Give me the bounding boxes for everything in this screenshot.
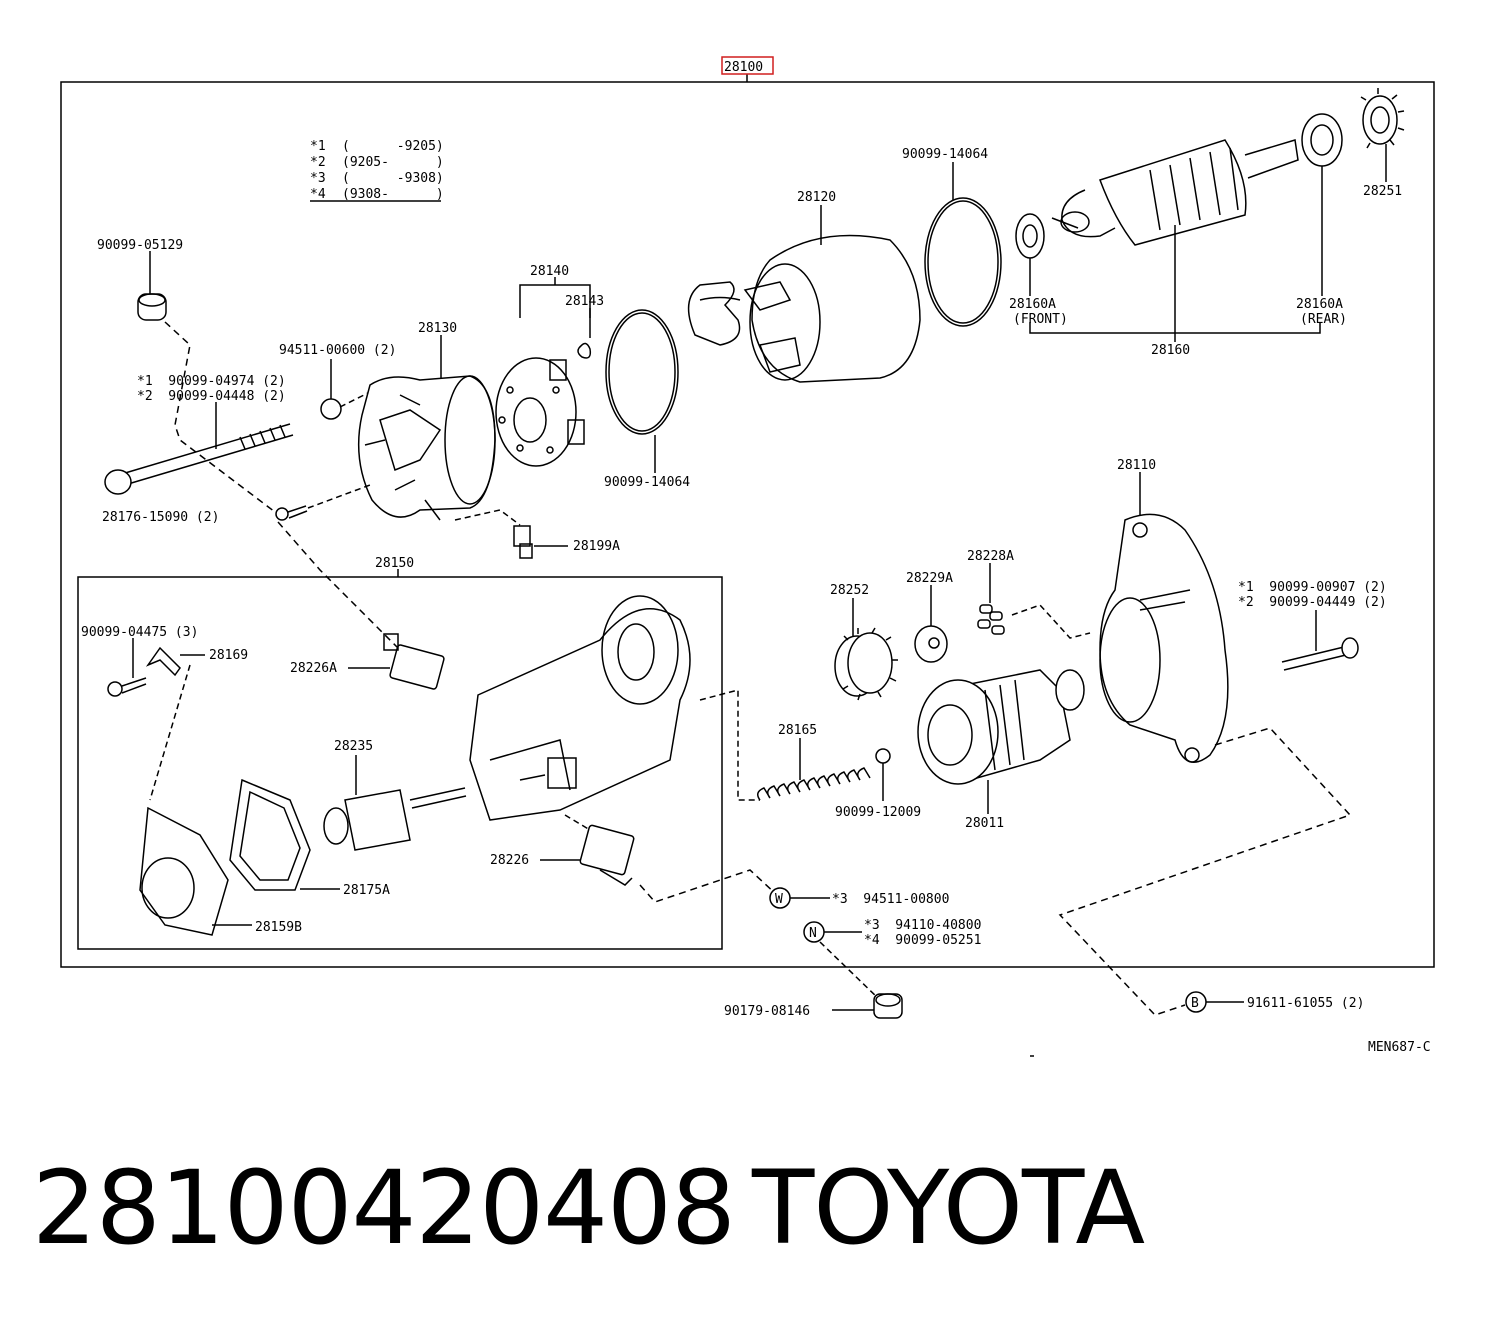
field-frame-icon xyxy=(687,234,921,383)
hex-nut-icon xyxy=(873,993,903,1019)
label-rear: (REAR) xyxy=(1300,312,1347,327)
callout-28226a[interactable]: 28226A xyxy=(290,661,337,676)
callout-90099-04475[interactable]: 90099-04475 (3) xyxy=(81,625,198,640)
callout-28120[interactable]: 28120 xyxy=(797,190,836,205)
legend-mark-3: *3 xyxy=(310,171,326,186)
callout-28159b[interactable]: 28159B xyxy=(255,920,302,935)
callout-94110-40800[interactable]: *3 94110-40800 xyxy=(864,918,981,933)
washer-symbol-letter: W xyxy=(775,892,783,907)
callout-94511-00800[interactable]: *3 94511-00800 xyxy=(832,892,949,907)
callout-28160a-front[interactable]: 28160A xyxy=(1009,297,1056,312)
bearing-front-icon xyxy=(1015,213,1045,259)
armature-icon xyxy=(1051,139,1299,246)
callout-28228a[interactable]: 28228A xyxy=(967,549,1014,564)
footer-part-number: 28100420408 xyxy=(32,1149,736,1268)
legend-mark-2: *2 xyxy=(310,155,326,170)
screw-icon xyxy=(107,677,147,697)
brush-spring-icon xyxy=(577,342,592,359)
callout-28199a[interactable]: 28199A xyxy=(573,539,620,554)
screw-icon xyxy=(275,505,308,521)
pinion-gear-icon xyxy=(1360,88,1405,149)
callout-28165[interactable]: 28165 xyxy=(778,723,817,738)
callout-screw-1[interactable]: *1 90099-00907 (2) xyxy=(1238,580,1387,595)
callout-28252[interactable]: 28252 xyxy=(830,583,869,598)
callout-90099-14064-bottom[interactable]: 90099-14064 xyxy=(604,475,690,490)
through-bolt-icon xyxy=(104,423,294,495)
callout-90179-08146[interactable]: 90179-08146 xyxy=(724,1004,810,1019)
end-frame-icon xyxy=(357,375,496,521)
plunger-icon xyxy=(323,787,467,851)
terminal-stud-icon xyxy=(579,824,635,886)
steel-ball-icon xyxy=(875,748,891,764)
housing-bolt-icon xyxy=(1281,637,1359,671)
footer-brand: TOYOTA xyxy=(752,1149,1145,1268)
callout-28226[interactable]: 28226 xyxy=(490,853,529,868)
callout-28176-15090[interactable]: 28176-15090 (2) xyxy=(102,510,219,525)
callout-90099-05251[interactable]: *4 90099-05251 xyxy=(864,933,981,948)
roller-icon xyxy=(977,604,1005,635)
return-spring-icon xyxy=(757,767,871,801)
bolt-symbol-letter: B xyxy=(1191,996,1199,1011)
callout-28175a[interactable]: 28175A xyxy=(343,883,390,898)
nut-symbol-letter: N xyxy=(809,926,817,941)
solenoid-cover-icon xyxy=(139,806,229,936)
diagram-id: MEN687-C xyxy=(1368,1040,1431,1055)
washer-symbol xyxy=(320,398,342,420)
callout-28169[interactable]: 28169 xyxy=(209,648,248,663)
callout-28160a-rear[interactable]: 28160A xyxy=(1296,297,1343,312)
idler-gear-icon xyxy=(834,627,898,701)
label-front: (FRONT) xyxy=(1013,312,1068,327)
callout-90099-05129[interactable]: 90099-05129 xyxy=(97,238,183,253)
cap-nut-icon xyxy=(137,293,167,321)
legend-range-3: ( -9308) xyxy=(342,171,444,186)
legend-mark-1: *1 xyxy=(310,139,326,154)
drive-housing-icon xyxy=(1099,513,1229,764)
callout-90099-14064-top[interactable]: 90099-14064 xyxy=(902,147,988,162)
callout-bolt-1[interactable]: *1 90099-04974 (2) xyxy=(137,374,286,389)
legend-range-4: (9308- ) xyxy=(342,187,444,202)
legend-mark-4: *4 xyxy=(310,187,326,202)
solenoid-housing-icon xyxy=(469,595,691,821)
callout-28235[interactable]: 28235 xyxy=(334,739,373,754)
callout-screw-2[interactable]: *2 90099-04449 (2) xyxy=(1238,595,1387,610)
callout-28011[interactable]: 28011 xyxy=(965,816,1004,831)
bearing-rear-icon xyxy=(1301,113,1343,167)
o-ring-icon xyxy=(605,309,679,435)
switch-terminal-icon xyxy=(383,633,445,690)
callout-94511-00600[interactable]: 94511-00600 (2) xyxy=(279,343,396,358)
plate-icon xyxy=(145,646,181,677)
terminal-icon xyxy=(513,525,533,559)
exploded-view-drawing: 28100 *1 ( -9205) *2 (9205- ) *3 ( -9308… xyxy=(60,56,1435,1057)
callout-bolt-2[interactable]: *2 90099-04448 (2) xyxy=(137,389,286,404)
assembly-number-label[interactable]: 28100 xyxy=(724,60,763,75)
o-ring-icon xyxy=(924,197,1002,327)
callout-28130[interactable]: 28130 xyxy=(418,321,457,336)
gasket-icon xyxy=(229,778,311,891)
callout-90099-12009[interactable]: 90099-12009 xyxy=(835,805,921,820)
callout-28160[interactable]: 28160 xyxy=(1151,343,1190,358)
subassembly-frame-28150 xyxy=(77,576,723,950)
legend-range-2: (9205- ) xyxy=(342,155,444,170)
brush-holder-icon xyxy=(495,357,585,467)
callout-28229a[interactable]: 28229A xyxy=(906,571,953,586)
callout-28110[interactable]: 28110 xyxy=(1117,458,1156,473)
callout-91611-61055[interactable]: 91611-61055 (2) xyxy=(1247,996,1364,1011)
callout-28251[interactable]: 28251 xyxy=(1363,184,1402,199)
callout-28140[interactable]: 28140 xyxy=(530,264,569,279)
retainer-icon xyxy=(914,625,948,663)
callout-28150[interactable]: 28150 xyxy=(375,556,414,571)
legend-range-1: ( -9205) xyxy=(342,139,444,154)
callout-28143[interactable]: 28143 xyxy=(565,294,604,309)
assembly-number-highlight[interactable] xyxy=(721,56,774,75)
starter-clutch-icon xyxy=(917,669,1085,785)
